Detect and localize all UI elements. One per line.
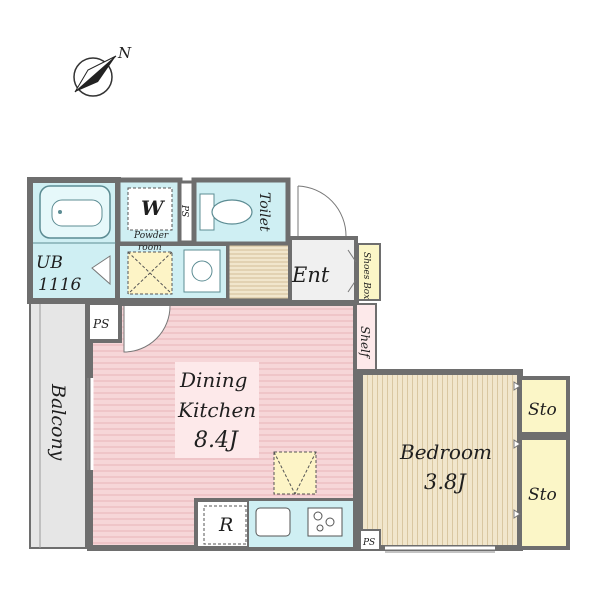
dk-label-line1: Dining: [179, 368, 247, 392]
dk-label-line2: Kitchen: [177, 398, 256, 422]
dk-label-line3: 8.4J: [194, 428, 239, 453]
toilet-label: Toilet: [256, 192, 272, 232]
balcony: [29, 302, 87, 549]
refrigerator-box: [203, 505, 247, 545]
storage-1: [518, 376, 570, 436]
storage-1-label: Sto: [528, 400, 557, 420]
dk-label-bg: [175, 362, 259, 458]
compass-north-label: N: [117, 44, 132, 62]
ps-vertical-label: PS: [179, 204, 189, 217]
shelf-label: Shelf: [358, 326, 372, 360]
entrance-label: Ent: [291, 263, 330, 287]
ub-door: [91, 255, 111, 286]
compass: N: [73, 44, 132, 97]
storage-2: [518, 436, 570, 550]
shoes-box: [357, 243, 381, 301]
ps-left-label: PS: [92, 317, 109, 331]
entrance-floor: [226, 242, 292, 302]
washer-label: W: [141, 196, 166, 220]
dk-door-swing: [123, 305, 171, 353]
sink: [255, 507, 291, 537]
storage-2-label: Sto: [528, 485, 557, 505]
refrigerator-label: R: [218, 514, 233, 536]
powder-label-line2: room: [138, 243, 162, 253]
balcony-label: Balcony: [47, 383, 69, 461]
shoes-box-label: Shoes Box: [361, 252, 371, 299]
ps-bottom-label: PS: [362, 538, 375, 548]
toilet-bowl: [211, 199, 253, 225]
ps-bottom-box: [359, 529, 381, 551]
bedroom-label-line1: Bedroom: [399, 440, 492, 464]
washer-box: [127, 187, 173, 231]
toilet-door-swing: [297, 185, 347, 237]
bedroom-label-line2: 3.8J: [424, 470, 467, 494]
dk-storage: [273, 451, 317, 495]
ub-label-line1: UB: [36, 253, 63, 273]
stove: [307, 507, 343, 537]
ub-label-line2: 1116: [38, 275, 81, 295]
powder-label-line1: Powder: [133, 231, 169, 241]
